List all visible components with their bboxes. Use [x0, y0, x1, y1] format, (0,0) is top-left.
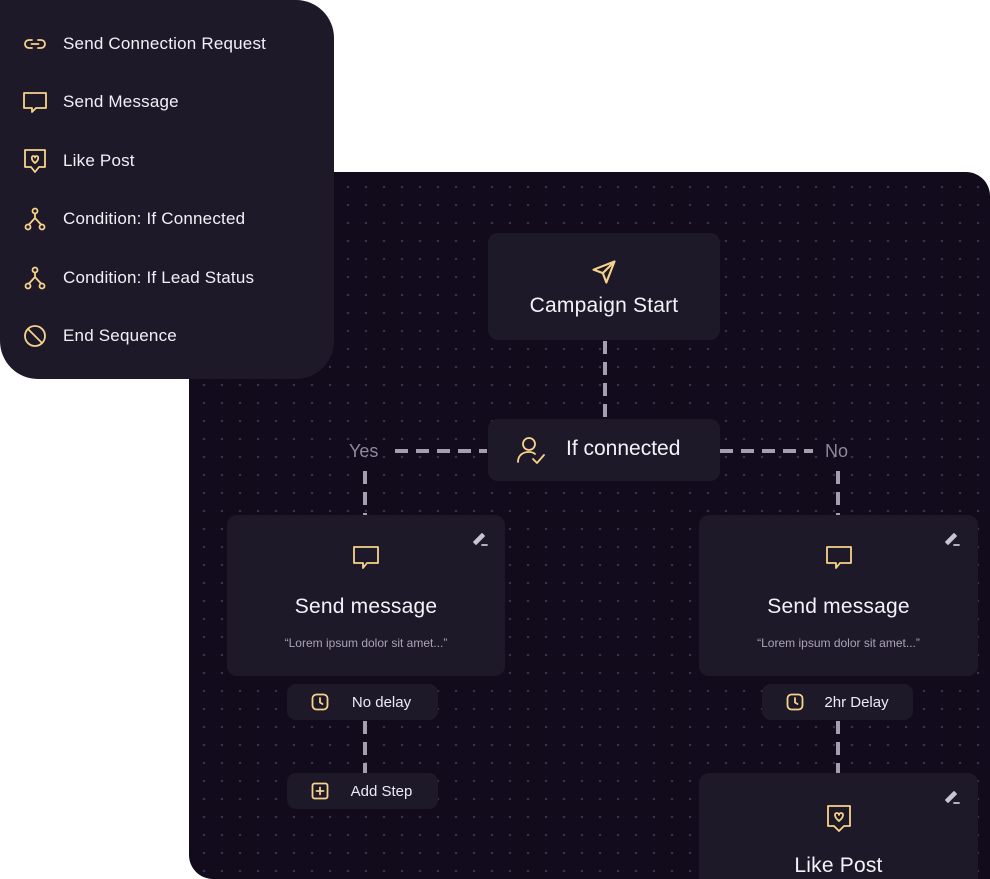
node-title: Like Post [794, 854, 883, 877]
send-icon [488, 258, 720, 286]
palette-item-label: Like Post [63, 151, 135, 170]
clock-icon [311, 693, 329, 711]
message-snippet: “Lorem ipsum dolor sit amet...” [757, 636, 920, 650]
delay-label: 2hr Delay [824, 693, 889, 711]
palette-item-end-sequence[interactable]: End Sequence [22, 323, 177, 349]
branch-icon [22, 206, 48, 232]
clock-icon [786, 693, 804, 711]
palette-item-label: End Sequence [63, 326, 177, 345]
edit-icon[interactable] [943, 529, 961, 547]
condition-node[interactable]: If connected [488, 419, 720, 481]
like-post-node[interactable]: Like Post [699, 773, 978, 879]
link-icon [22, 31, 48, 57]
add-step-label: Add Step [350, 782, 413, 800]
user-check-icon [514, 434, 546, 466]
delay-pill-right[interactable]: 2hr Delay [762, 684, 913, 720]
send-message-node-left[interactable]: Send message “Lorem ipsum dolor sit amet… [227, 515, 505, 676]
delay-label: No delay [351, 693, 412, 711]
node-title: Send message [767, 595, 910, 618]
edit-icon[interactable] [471, 529, 489, 547]
heart-badge-icon [22, 148, 48, 174]
action-palette: Send Connection Request Send Message Lik… [0, 0, 334, 379]
palette-item-like-post[interactable]: Like Post [22, 148, 135, 174]
palette-item-send-message[interactable]: Send Message [22, 89, 179, 115]
node-title: Campaign Start [529, 294, 679, 317]
no-branch-label: No [825, 441, 849, 461]
edit-icon[interactable] [943, 787, 961, 805]
node-title: Send message [294, 595, 438, 618]
add-step-button[interactable]: Add Step [287, 773, 438, 809]
ban-icon [22, 323, 48, 349]
palette-item-send-connection-request[interactable]: Send Connection Request [22, 31, 266, 57]
node-title: If connected [566, 437, 681, 460]
plus-square-icon [311, 782, 329, 800]
branch-icon [22, 265, 48, 291]
palette-item-label: Send Connection Request [63, 34, 267, 53]
palette-item-condition-if-lead-status[interactable]: Condition: If Lead Status [22, 265, 254, 291]
palette-item-condition-if-connected[interactable]: Condition: If Connected [22, 206, 245, 232]
message-snippet: “Lorem ipsum dolor sit amet...” [284, 636, 448, 650]
message-icon [22, 89, 48, 115]
palette-item-label: Send Message [63, 92, 179, 111]
send-message-node-right[interactable]: Send message “Lorem ipsum dolor sit amet… [699, 515, 978, 676]
flow-connectors [363, 341, 840, 773]
palette-item-label: Condition: If Lead Status [63, 268, 255, 287]
heart-badge-icon [699, 803, 978, 835]
delay-pill-left[interactable]: No delay [287, 684, 438, 720]
message-icon [227, 543, 505, 571]
message-icon [699, 543, 978, 571]
palette-item-label: Condition: If Connected [63, 209, 246, 228]
campaign-start-node[interactable]: Campaign Start [488, 233, 720, 340]
yes-branch-label: Yes [349, 441, 379, 461]
